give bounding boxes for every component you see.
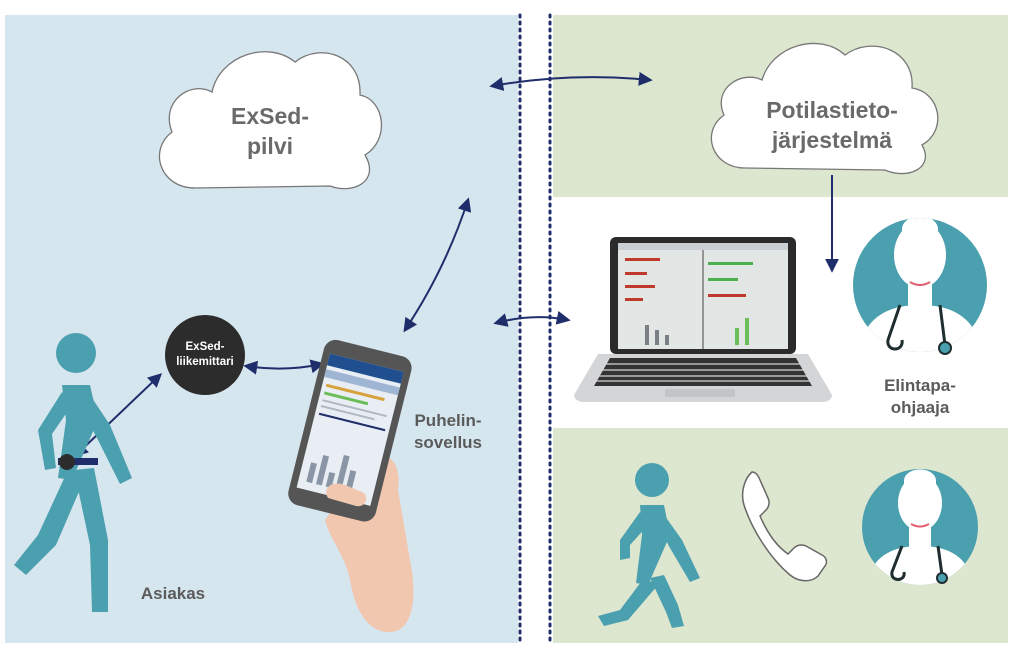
cloud-icon bbox=[710, 42, 939, 175]
walking-person-icon bbox=[14, 333, 132, 612]
meter-device bbox=[165, 315, 245, 395]
meter-label: ExSed- liikemittari bbox=[165, 340, 245, 370]
phone-app-label: Puhelin- sovellus bbox=[400, 410, 496, 454]
arrow-phone-to-laptop bbox=[493, 310, 571, 327]
cloud-left-line1: ExSed- bbox=[231, 103, 309, 129]
stethoscope-icon bbox=[886, 304, 947, 351]
doctor-icon bbox=[862, 469, 978, 585]
phone-app-line1: Puhelin- bbox=[414, 411, 482, 430]
coach-line2: ohjaaja bbox=[890, 398, 950, 417]
arrow-meter-to-phone bbox=[243, 359, 325, 375]
coach-line1: Elintapa- bbox=[884, 376, 956, 395]
cloud-right-line1: Potilastieto- bbox=[766, 97, 898, 123]
phone-handset-icon bbox=[741, 471, 828, 582]
meter-line2: liikemittari bbox=[176, 356, 234, 368]
coach-label: Elintapa- ohjaaja bbox=[872, 375, 968, 419]
arrow-cloud-to-phone bbox=[403, 197, 472, 333]
smartphone-icon bbox=[288, 339, 412, 522]
thumb bbox=[326, 483, 367, 507]
cloud-right-line2: järjestelmä bbox=[771, 127, 893, 153]
doctor-icon bbox=[853, 218, 987, 355]
laptop-icon bbox=[574, 237, 832, 402]
cloud-left-label: ExSed- pilvi bbox=[205, 101, 335, 161]
arrow-cloud-to-cloud bbox=[489, 71, 653, 91]
phone-app-line2: sovellus bbox=[413, 433, 483, 452]
walking-person-icon bbox=[598, 463, 700, 628]
meter-line1: ExSed- bbox=[185, 341, 225, 353]
cloud-right-label: Potilastieto- järjestelmä bbox=[752, 95, 912, 155]
stethoscope-icon bbox=[890, 545, 944, 581]
arrow-meter-to-person bbox=[73, 373, 163, 457]
client-label: Asiakas bbox=[140, 584, 206, 603]
cloud-icon bbox=[158, 51, 382, 190]
cloud-left-line2: pilvi bbox=[246, 133, 293, 159]
arrows bbox=[73, 71, 839, 457]
